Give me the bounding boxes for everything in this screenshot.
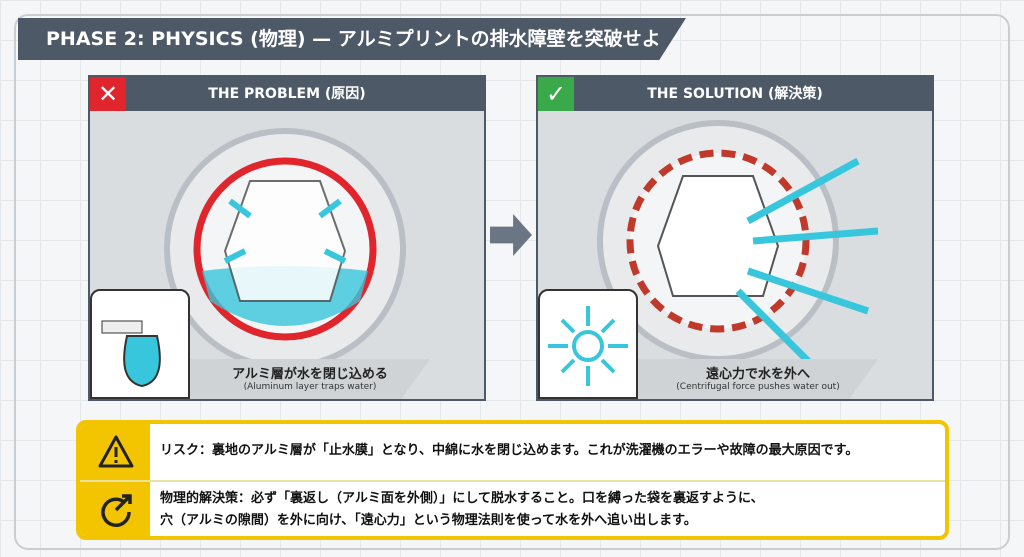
problem-caption: アルミ層が水を閉じ込める (Aluminum layer traps water… — [190, 359, 430, 399]
page-title: PHASE 2: PHYSICS (物理) — アルミプリントの排水障壁を突破せ… — [18, 18, 686, 60]
solution-text-line2: 穴（アルミの隙間）を外に向け、「遠心力」という物理法則を使って水を外へ追い出しま… — [160, 513, 697, 528]
centrifugal-illustration — [597, 120, 879, 374]
spin-force-inset — [538, 289, 638, 399]
sealed-bag-inset — [90, 289, 190, 399]
solution-panel: THE SOLUTION (解決策) ✓ 遠心力で水を外へ (Centrifug… — [536, 75, 934, 401]
problem-title: THE PROBLEM (原因) — [90, 77, 484, 111]
cross-icon: ✕ — [90, 77, 126, 111]
solution-text-line1: 物理的解決策：必ず「裏返し（アルミ面を外側）」にして脱水すること。口を縛った袋を… — [160, 491, 764, 506]
frame — [14, 14, 1010, 550]
risk-text: リスク：裏地のアルミ層が「止水膜」となり、中綿に水を閉じ込めます。これが洗濯機の… — [160, 443, 859, 458]
solution-caption: 遠心力で水を外へ (Centrifugal force pushes water… — [638, 359, 878, 399]
caption-jp: アルミ層が水を閉じ込める — [232, 367, 388, 382]
warning-icon — [98, 435, 134, 468]
caption-en: (Aluminum layer traps water) — [243, 382, 377, 392]
trapped-water-illustration — [164, 128, 406, 370]
rotate-out-icon — [101, 494, 132, 527]
solution-title: THE SOLUTION (解決策) — [538, 77, 932, 111]
info-box: リスク：裏地のアルミ層が「止水膜」となり、中綿に水を閉じ込めます。これが洗濯機の… — [76, 420, 949, 540]
check-icon: ✓ — [538, 77, 574, 111]
caption-jp: 遠心力で水を外へ — [705, 367, 810, 382]
problem-panel: THE PROBLEM (原因) ✕ アルミ層が水を閉じ込める (Aluminu… — [88, 75, 486, 401]
divider — [80, 480, 945, 482]
caption-en: (Centrifugal force pushes water out) — [676, 382, 840, 392]
